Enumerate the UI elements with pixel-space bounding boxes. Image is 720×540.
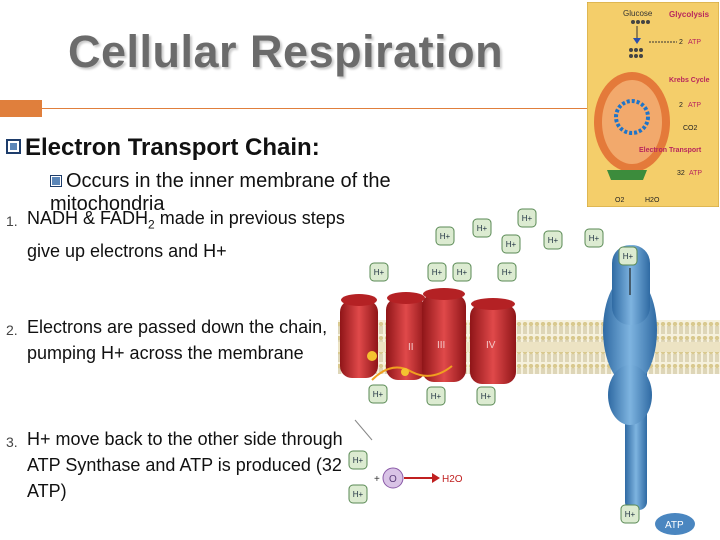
svg-text:H+: H+ <box>548 236 559 245</box>
membrane-inner <box>338 352 720 374</box>
svg-text:H+: H+ <box>623 252 634 261</box>
svg-text:H+: H+ <box>522 214 533 223</box>
proton-h-plus: H+ <box>472 218 492 238</box>
membrane-outer <box>338 320 720 342</box>
oxygen-label: O <box>389 474 397 485</box>
inset-atp-count: 2 <box>679 39 683 46</box>
svg-text:H+: H+ <box>373 390 384 399</box>
step-text: H+ move back to the other side through A… <box>27 429 343 501</box>
svg-text:H+: H+ <box>481 392 492 401</box>
proton-h-plus: H+ <box>452 262 472 282</box>
inset-atp-count: 32 <box>677 170 685 177</box>
reaction-arrowhead <box>432 473 440 483</box>
step-text: Electrons are passed down the chain, pum… <box>27 317 328 363</box>
atp-product-label: ATP <box>665 520 684 531</box>
proton-h-plus: H+ <box>618 246 638 266</box>
step-text: NADH & FADH2 made in previous steps give… <box>27 205 352 264</box>
svg-text:H+: H+ <box>457 268 468 277</box>
proton-h-plus: H+ <box>497 262 517 282</box>
inset-atp-label: ATP <box>688 102 701 109</box>
water-label: H2O <box>442 474 463 485</box>
accent-bar <box>0 100 42 117</box>
proton-h-plus: H+ <box>427 262 447 282</box>
inset-krebs-label: Krebs Cycle <box>669 77 710 84</box>
proton-h-plus: H+ <box>517 208 537 228</box>
inset-glucose-label: Glucose <box>623 9 653 18</box>
complex-iii <box>422 288 466 382</box>
step-number: 2. <box>6 322 18 338</box>
heading-text: Electron Transport Chain: <box>25 134 320 161</box>
complex-ii <box>386 292 426 380</box>
svg-text:H+: H+ <box>431 392 442 401</box>
inset-atp-label: ATP <box>689 170 702 177</box>
inset-glucose-molecule <box>631 20 650 24</box>
svg-text:H+: H+ <box>432 268 443 277</box>
proton-h-plus: H+ <box>426 386 446 406</box>
inset-pyruvate <box>629 48 643 58</box>
proton-arrow <box>354 419 373 441</box>
membrane-core <box>338 342 720 352</box>
proton-h-plus: H+ <box>584 228 604 248</box>
section-heading: Electron Transport Chain: <box>6 134 320 162</box>
svg-text:H+: H+ <box>625 510 636 519</box>
respiration-overview-inset: Glucose Glycolysis 2 ATP Krebs Cycle 2 A… <box>587 2 719 207</box>
svg-text:H+: H+ <box>477 224 488 233</box>
proton-h-plus: H+ <box>369 262 389 282</box>
step-number: 1. <box>6 213 18 229</box>
complex-iv <box>470 298 516 384</box>
inset-atp-count: 2 <box>679 102 683 109</box>
inset-co2-label: CO2 <box>683 125 698 132</box>
plus-sign: + <box>374 474 380 485</box>
proton-h-plus: H+ <box>476 386 496 406</box>
proton-h-plus: H+ <box>620 504 640 524</box>
svg-text:H+: H+ <box>353 456 364 465</box>
svg-text:H+: H+ <box>589 234 600 243</box>
electron-spark-icon <box>401 368 409 376</box>
inset-h2o-label: H2O <box>645 197 660 204</box>
oxygen-atom <box>382 467 404 489</box>
electron-spark-icon <box>367 351 377 361</box>
slide-title: Cellular Respiration <box>68 26 504 77</box>
svg-text:H+: H+ <box>502 268 513 277</box>
step-text-part: made in previous steps give up electrons… <box>27 208 345 261</box>
step-text-part: NADH & FADH <box>27 208 149 228</box>
bullet-square-icon <box>50 175 62 187</box>
inset-electron-transport-label: Electron Transport <box>639 147 702 154</box>
inset-krebs-cycle <box>614 99 650 135</box>
proton-h-plus: H+ <box>368 384 388 404</box>
accent-divider <box>42 108 622 109</box>
inset-o2-label: O2 <box>615 197 624 204</box>
proton-h-plus: H+ <box>501 234 521 254</box>
proton-h-plus: H+ <box>435 226 455 246</box>
sub-bullet-text: Occurs in the inner membrane of the mito… <box>50 170 391 215</box>
svg-text:H+: H+ <box>353 490 364 499</box>
step-number: 3. <box>6 434 18 450</box>
svg-text:H+: H+ <box>440 232 451 241</box>
inset-glycolysis-label: Glycolysis <box>669 10 710 19</box>
bullet-square-icon <box>6 139 21 154</box>
svg-text:H+: H+ <box>374 268 385 277</box>
svg-text:H+: H+ <box>506 240 517 249</box>
electron-flow-arrow <box>371 365 453 381</box>
complex-label-iv: IV <box>486 340 496 351</box>
complex-label-iii: III <box>437 340 445 351</box>
inset-atp-label: ATP <box>688 39 701 46</box>
atp-synthase <box>603 245 657 510</box>
complex-label-ii: II <box>408 342 414 353</box>
atp-product <box>655 513 695 535</box>
sub-bullet: Occurs in the inner membrane of the mito… <box>50 170 470 216</box>
subscript: 2 <box>148 217 155 232</box>
proton-h-plus: H+ <box>543 230 563 250</box>
